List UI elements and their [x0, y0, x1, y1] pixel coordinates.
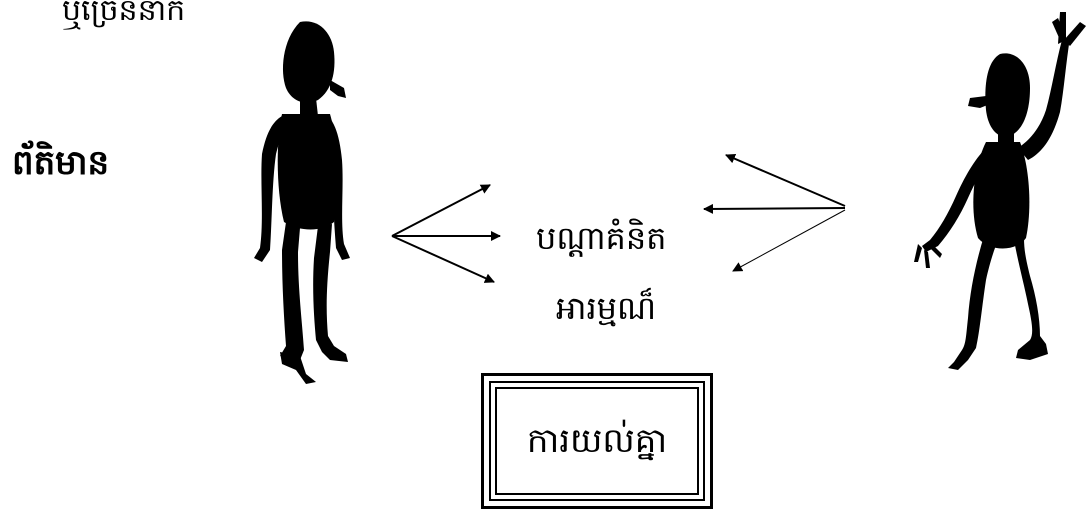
understanding-label: ការយល់គ្នា	[526, 421, 668, 461]
concept-feelings: អារម្មណ៏	[556, 289, 656, 327]
understanding-box-mid-frame: ការយល់គ្នា	[489, 381, 705, 501]
understanding-box-inner-frame: ការយល់គ្នា	[495, 387, 699, 495]
arrow-right-down	[732, 209, 846, 272]
arrow-left-up	[391, 184, 491, 237]
heading-information: ព័តិមាន	[12, 143, 110, 183]
concept-ideas: បណ្ដាគំនិត	[536, 219, 667, 257]
person-left-icon	[254, 21, 350, 384]
understanding-box: ការយល់គ្នា	[481, 373, 713, 509]
arrow-right-up	[725, 153, 846, 207]
heading-top: ឬច្រើននាក់	[62, 0, 186, 28]
arrow-left-down	[391, 235, 495, 283]
person-waving-icon	[914, 12, 1086, 370]
arrow-right-mid	[703, 203, 846, 214]
